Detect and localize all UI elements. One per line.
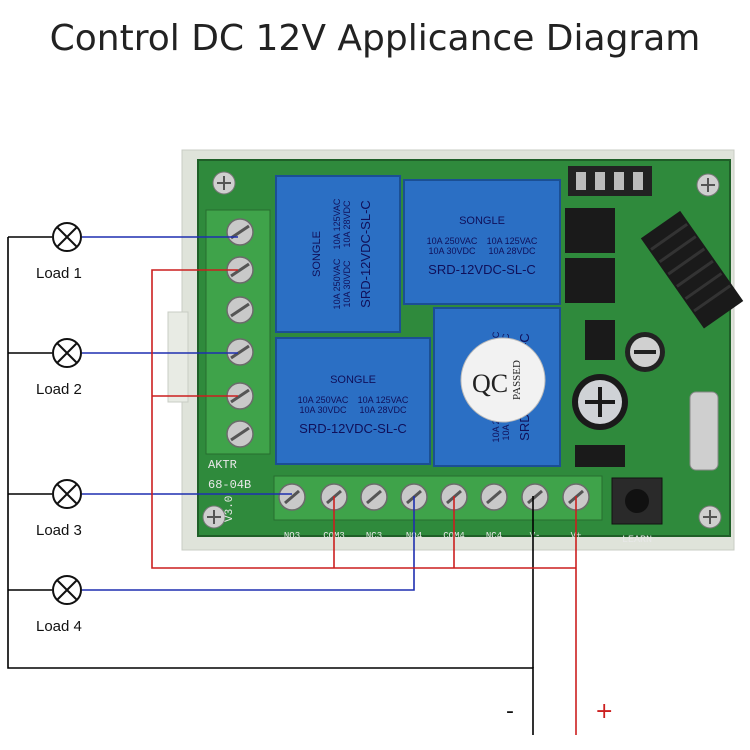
pin-header: [568, 166, 652, 196]
terminal-label: NC4: [486, 531, 502, 541]
crystal: [689, 391, 719, 471]
load-label: Load 2: [36, 381, 82, 398]
relay-spec: 10A 28VDC: [342, 200, 352, 248]
board-version: V3.0: [224, 496, 236, 522]
learn-label: LEARN: [622, 535, 652, 546]
terminal-screw-icon: [521, 483, 549, 511]
chip-ic: [565, 208, 615, 253]
terminal-label: V-: [530, 531, 541, 541]
terminal-block-bottom: [273, 475, 603, 521]
wire-red: [151, 269, 577, 735]
relay-model: SRD-12VDC-SL-C: [299, 421, 407, 436]
relay-spec: 10A 30VDC: [428, 246, 476, 256]
lamp-icon: [52, 575, 82, 605]
terminal-block-left: [205, 209, 271, 455]
relay-brand: SONGLE: [459, 215, 505, 227]
terminal-screw-icon: [226, 296, 254, 324]
relay-spec: 10A 250VAC: [332, 258, 342, 309]
relay-spec: 10A 250VAC: [298, 395, 349, 405]
relay-brand: SONGLE: [311, 231, 323, 277]
load-label: Load 3: [36, 522, 82, 539]
relay-spec: 10A 30VDC: [299, 405, 347, 415]
relay-spec: 10A 125VAC: [358, 395, 409, 405]
qc-text: QC: [472, 369, 508, 398]
terminal-label: NO3: [284, 531, 300, 541]
qc-sticker: QC PASSED: [460, 337, 546, 423]
load-label: Load 4: [36, 618, 82, 635]
learn-button[interactable]: [611, 477, 663, 525]
diagram-title: Control DC 12V Applicance Diagram: [49, 18, 701, 59]
chip-ic: [565, 258, 615, 303]
screw-icon: [202, 505, 226, 529]
screw-icon: [212, 171, 236, 195]
relay-spec: 10A 125VAC: [487, 236, 538, 246]
lamp-icon: [52, 222, 82, 252]
relay-spec: 10A 30VDC: [342, 260, 352, 308]
capacitor: [572, 374, 628, 430]
relay-brand: SONGLE: [330, 374, 376, 386]
relay-spec: 10A 250VAC: [427, 236, 478, 246]
terminal-screw-icon: [360, 483, 388, 511]
terminal-screw-icon: [226, 338, 254, 366]
relay-spec: 10A 28VDC: [488, 246, 536, 256]
capacitor: [625, 332, 665, 372]
terminal-screw-icon: [226, 218, 254, 246]
chip-ic: [585, 320, 615, 360]
board-brand: AKTR: [208, 458, 237, 472]
relay-model: SRD-12VDC-SL-C: [358, 200, 373, 308]
terminal-screw-icon: [226, 420, 254, 448]
terminal-screw-icon: [226, 256, 254, 284]
minus-label: -: [506, 699, 514, 724]
relay-spec: 10A 125VAC: [332, 198, 342, 249]
relay-spec: 10A 28VDC: [359, 405, 407, 415]
relay-model: SRD-12VDC-SL-C: [428, 262, 536, 277]
base-tab: [167, 311, 189, 403]
plus-label: +: [595, 699, 613, 724]
load-label: Load 1: [36, 265, 82, 282]
terminal-label: NC3: [366, 531, 382, 541]
screw-icon: [696, 173, 720, 197]
regulator: [575, 445, 625, 467]
screw-icon: [698, 505, 722, 529]
rf-module: [640, 210, 744, 329]
qc-passed-text: PASSED: [511, 360, 523, 400]
terminal-screw-icon: [278, 483, 306, 511]
board-model: 68-04B: [208, 478, 251, 492]
wire-black: [7, 236, 534, 735]
terminal-screw-icon: [480, 483, 508, 511]
lamp-icon: [52, 338, 82, 368]
lamp-icon: [52, 479, 82, 509]
wire-blue: [82, 236, 415, 591]
